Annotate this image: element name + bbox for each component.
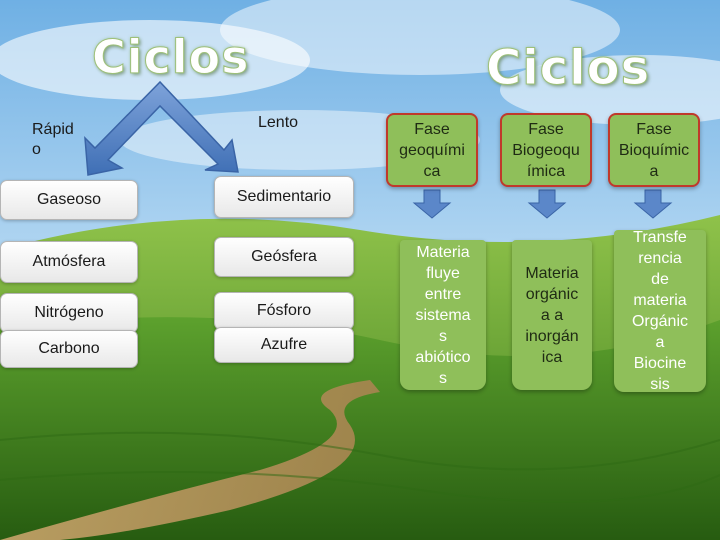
- description-bioquimica: Transfe rencia de materia Orgánic a Bioc…: [614, 229, 706, 393]
- phase-box-geoquimica: Fase geoquími ca: [386, 113, 478, 187]
- phase-box-biogeoquimica: Fase Biogeoqu ímica: [500, 113, 592, 187]
- box-atmosfera: Atmósfera: [0, 241, 138, 283]
- label-lento: Lento: [258, 114, 299, 131]
- description-biogeoquimica: Materia orgánic a a inorgán ica: [512, 240, 592, 390]
- phase-box-bioquimica: Fase Bioquímic a: [608, 113, 700, 187]
- description-geoquimica: Materia fluye entre sistema s abiótico s: [400, 240, 486, 390]
- box-carbono: Carbono: [0, 330, 138, 368]
- box-nitrogeno: Nitrógeno: [0, 293, 138, 333]
- box-gaseoso: Gaseoso: [0, 180, 138, 220]
- title-ciclos-right: Ciclos: [485, 40, 651, 97]
- box-geosfera: Geósfera: [214, 237, 354, 277]
- label-rapido: Rápid o: [32, 121, 74, 158]
- box-sedimentario: Sedimentario: [214, 176, 354, 218]
- box-azufre: Azufre: [214, 327, 354, 363]
- title-ciclos-left: Ciclos: [92, 30, 250, 85]
- box-fosforo: Fósforo: [214, 292, 354, 330]
